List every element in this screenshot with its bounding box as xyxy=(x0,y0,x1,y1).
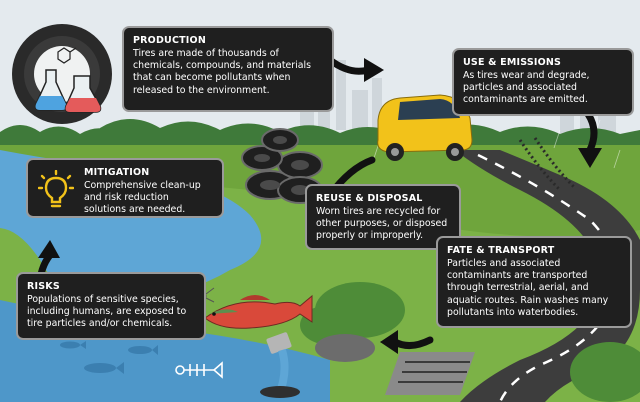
reuse-disposal-title: REUSE & DISPOSAL xyxy=(316,193,423,204)
tree-line xyxy=(0,119,640,150)
reuse-disposal-text: Worn tires are recycled for other purpos… xyxy=(316,206,448,242)
fate-transport-box: FATE & TRANSPORT Particles and associate… xyxy=(436,236,632,328)
tire-tracks xyxy=(518,137,577,192)
production-text: Tires are made of thousands of chemicals… xyxy=(133,48,311,96)
production-box: PRODUCTION Tires are made of thousands o… xyxy=(122,26,334,112)
storm-drain-icon xyxy=(385,352,475,395)
production-title: PRODUCTION xyxy=(133,35,206,46)
risks-box: RISKS Populations of sensitive species, … xyxy=(16,272,206,340)
mitigation-title: MITIGATION xyxy=(84,167,150,178)
road xyxy=(455,150,640,402)
fate-transport-text: Particles and associated contaminants ar… xyxy=(447,258,609,318)
fate-transport-title: FATE & TRANSPORT xyxy=(447,245,555,256)
car-icon xyxy=(377,94,473,161)
use-emissions-box: USE & EMISSIONS As tires wear and degrad… xyxy=(452,48,634,116)
mitigation-text: Comprehensive clean-up and risk reductio… xyxy=(84,180,201,216)
use-emissions-text: As tires wear and degrade, particles and… xyxy=(463,70,590,106)
risks-text: Populations of sensitive species, includ… xyxy=(27,294,187,330)
pipe-outflow-icon xyxy=(260,332,300,398)
use-emissions-title: USE & EMISSIONS xyxy=(463,57,562,68)
rock xyxy=(315,334,375,362)
fish-silhouettes xyxy=(60,341,158,374)
reuse-disposal-box: REUSE & DISPOSAL Worn tires are recycled… xyxy=(305,184,461,250)
tire-with-flasks-icon xyxy=(12,24,112,124)
salmon-icon xyxy=(204,294,313,329)
shrubs xyxy=(300,282,640,402)
tire-pile-holes xyxy=(254,136,309,195)
lightbulb-icon xyxy=(38,170,74,208)
mitigation-box: MITIGATION Comprehensive clean-up and ri… xyxy=(26,158,224,218)
fish-skeleton-icon xyxy=(175,361,223,379)
risks-title: RISKS xyxy=(27,281,60,292)
